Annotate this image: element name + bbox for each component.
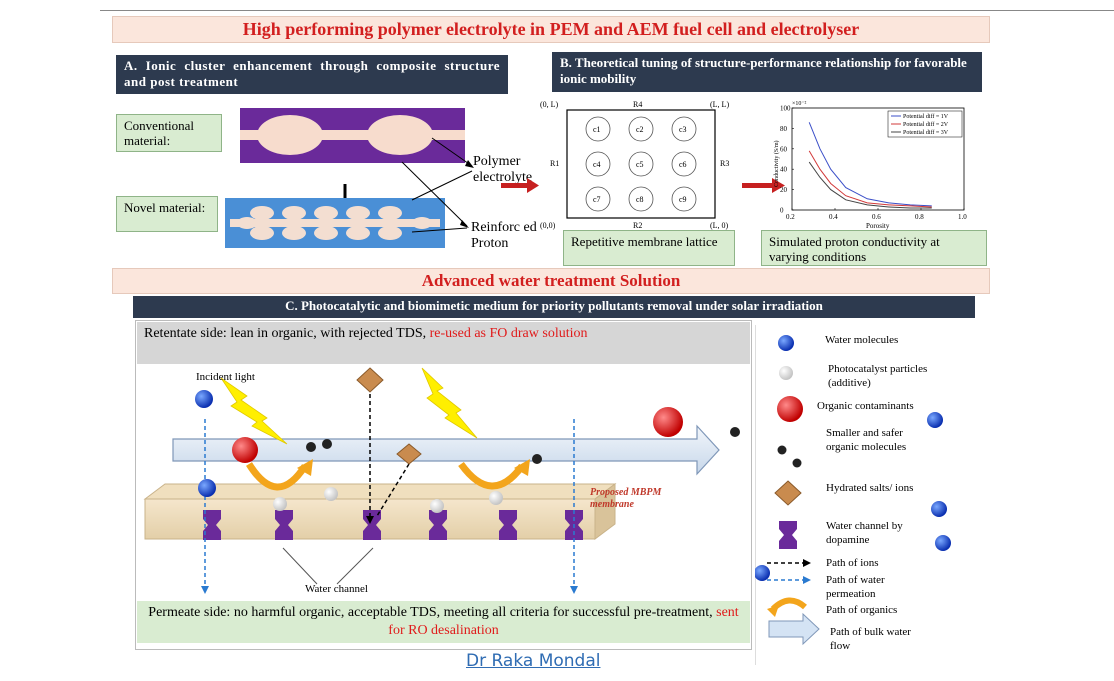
legend-label: Potential diff = 2V <box>903 121 949 128</box>
x-tick-label: 0.6 <box>872 213 881 221</box>
retentate-box: Retentate side: lean in organic, with re… <box>137 322 750 364</box>
lattice-cell <box>585 186 611 212</box>
chart-legend <box>887 110 963 138</box>
side-label: R4 <box>633 100 642 109</box>
lattice-cell <box>628 116 654 142</box>
legend-label: Potential diff = 3V <box>903 129 949 136</box>
permeate-text: Permeate side: no harmful organic, accep… <box>148 605 717 620</box>
y-tick-label: 40 <box>780 166 788 174</box>
x-axis-label: Porosity <box>866 222 890 230</box>
water-channel-icon <box>203 510 221 540</box>
water-channel-icon <box>429 510 447 540</box>
corner-label: (L, 0) <box>710 221 729 230</box>
x-tick-label: 0.4 <box>829 213 838 221</box>
lattice-cell <box>628 186 654 212</box>
water-channel-label: Water channel <box>305 583 368 595</box>
membrane-label: Proposed MBPM membrane <box>590 487 662 510</box>
novel-label: Novel material: <box>116 196 218 232</box>
legend-item-bulk-flow: Path of bulk water flow <box>830 626 911 652</box>
flow-arrow-icon <box>501 178 539 193</box>
side-label: R3 <box>720 159 729 168</box>
side-label: R2 <box>633 221 642 230</box>
y-tick-label: 80 <box>780 125 788 133</box>
retentate-text: Retentate side: lean in organic, with re… <box>144 326 430 341</box>
chart-caption: Simulated proton conductivity at varying… <box>761 230 987 266</box>
conventional-membrane <box>240 108 465 163</box>
y-axis-label: Conductivity (S/m) <box>773 140 780 187</box>
section-a-heading: A. Ionic cluster enhancement through com… <box>116 55 508 94</box>
legend-item-channel: Water channel by dopamine <box>826 520 903 546</box>
lattice-cell <box>585 151 611 177</box>
x-tick-label: 1.0 <box>958 213 967 221</box>
section-c-heading: C. Photocatalytic and biomimetic medium … <box>133 296 975 318</box>
legend-item-photocatalyst: Photocatalyst particles (additive) <box>828 363 928 389</box>
lattice-cell <box>671 186 697 212</box>
top-rule <box>100 10 1114 11</box>
permeate-highlight: sent for RO desalination <box>388 605 739 638</box>
lattice-cell <box>585 116 611 142</box>
section-a-diagram <box>225 108 474 248</box>
x-tick-label: 0.2 <box>786 213 795 221</box>
legend-item-organics-path: Path of organics <box>826 604 898 616</box>
flow-arrow-icon <box>742 178 785 193</box>
lattice-cell-label: c5 <box>636 160 644 169</box>
conductivity-chart: 0.2 0.4 0.6 0.8 1.0 0 20 40 60 80 100×10⁻² Porosity… <box>773 101 967 230</box>
legend-label: Potential diff = 1V <box>903 113 949 120</box>
lattice-cell-label: c4 <box>593 160 601 169</box>
conventional-label: Conventional material: <box>116 114 222 152</box>
lattice-cell-label: c2 <box>636 125 644 134</box>
lattice-cell-label: c7 <box>593 195 601 204</box>
hydrated-salt-icon <box>356 367 422 465</box>
novel-membrane <box>225 198 445 248</box>
polymer-electrolyte-label: Polymer electrolyte <box>473 154 533 185</box>
lattice-cell <box>671 116 697 142</box>
legend-item-salts: Hydrated salts/ ions <box>826 482 914 494</box>
corner-label: (0,0) <box>540 221 556 230</box>
membrane-lattice: (0, L) (L, L) (0,0) (L, 0) R4 R1 R3 R2 c… <box>540 100 729 230</box>
lattice-caption: Repetitive membrane lattice <box>563 230 735 266</box>
author-link[interactable]: Dr Raka Mondal <box>466 651 601 671</box>
lattice-cell-label: c9 <box>679 195 687 204</box>
permeate-box: Permeate side: no harmful organic, accep… <box>137 601 750 643</box>
series-line <box>808 161 932 209</box>
legend-item-water: Water molecules <box>825 334 899 346</box>
legend-item-organic: Organic contaminants <box>817 400 914 412</box>
lattice-cell-label: c3 <box>679 125 687 134</box>
water-channel-icon <box>499 510 517 540</box>
main-title: High performing polymer electrolyte in P… <box>112 16 990 43</box>
x-tick-label: 0.8 <box>915 213 924 221</box>
y-tick-label: 60 <box>780 145 788 153</box>
lattice-cell <box>671 151 697 177</box>
lightning-icon <box>220 367 478 445</box>
side-label: R1 <box>550 159 559 168</box>
legend-item-smaller-organic: Smaller and safer organic molecules <box>826 427 907 453</box>
corner-label: (0, L) <box>540 100 559 109</box>
retentate-highlight: re-used as FO draw solution <box>429 326 588 341</box>
y-multiplier: ×10⁻² <box>792 101 807 107</box>
legend-item-ions: Path of ions <box>826 557 879 569</box>
lattice-cell <box>628 151 654 177</box>
series-line <box>808 122 932 207</box>
bulk-flow-arrow <box>172 424 720 476</box>
y-tick-label: 0 <box>780 207 784 215</box>
corner-label: (L, L) <box>710 100 729 109</box>
series-line <box>808 150 932 208</box>
section-b-heading: B. Theoretical tuning of structure-perfo… <box>552 52 982 92</box>
reinforced-proton-label: Reinforc ed Proton <box>471 220 537 251</box>
legend-item-water-path: Path of water permeation <box>826 574 885 600</box>
incident-light-label: Incident light <box>196 371 255 383</box>
water-channel-icon <box>275 510 293 540</box>
lattice-cell-label: c6 <box>679 160 687 169</box>
lattice-cell-label: c1 <box>593 125 601 134</box>
lattice-cell-label: c8 <box>636 195 644 204</box>
water-treatment-banner: Advanced water treatment Solution <box>112 268 990 294</box>
legend-icons <box>755 325 951 665</box>
y-tick-label: 100 <box>780 105 791 113</box>
y-tick-label: 20 <box>780 186 788 194</box>
process-diagram <box>143 367 740 594</box>
